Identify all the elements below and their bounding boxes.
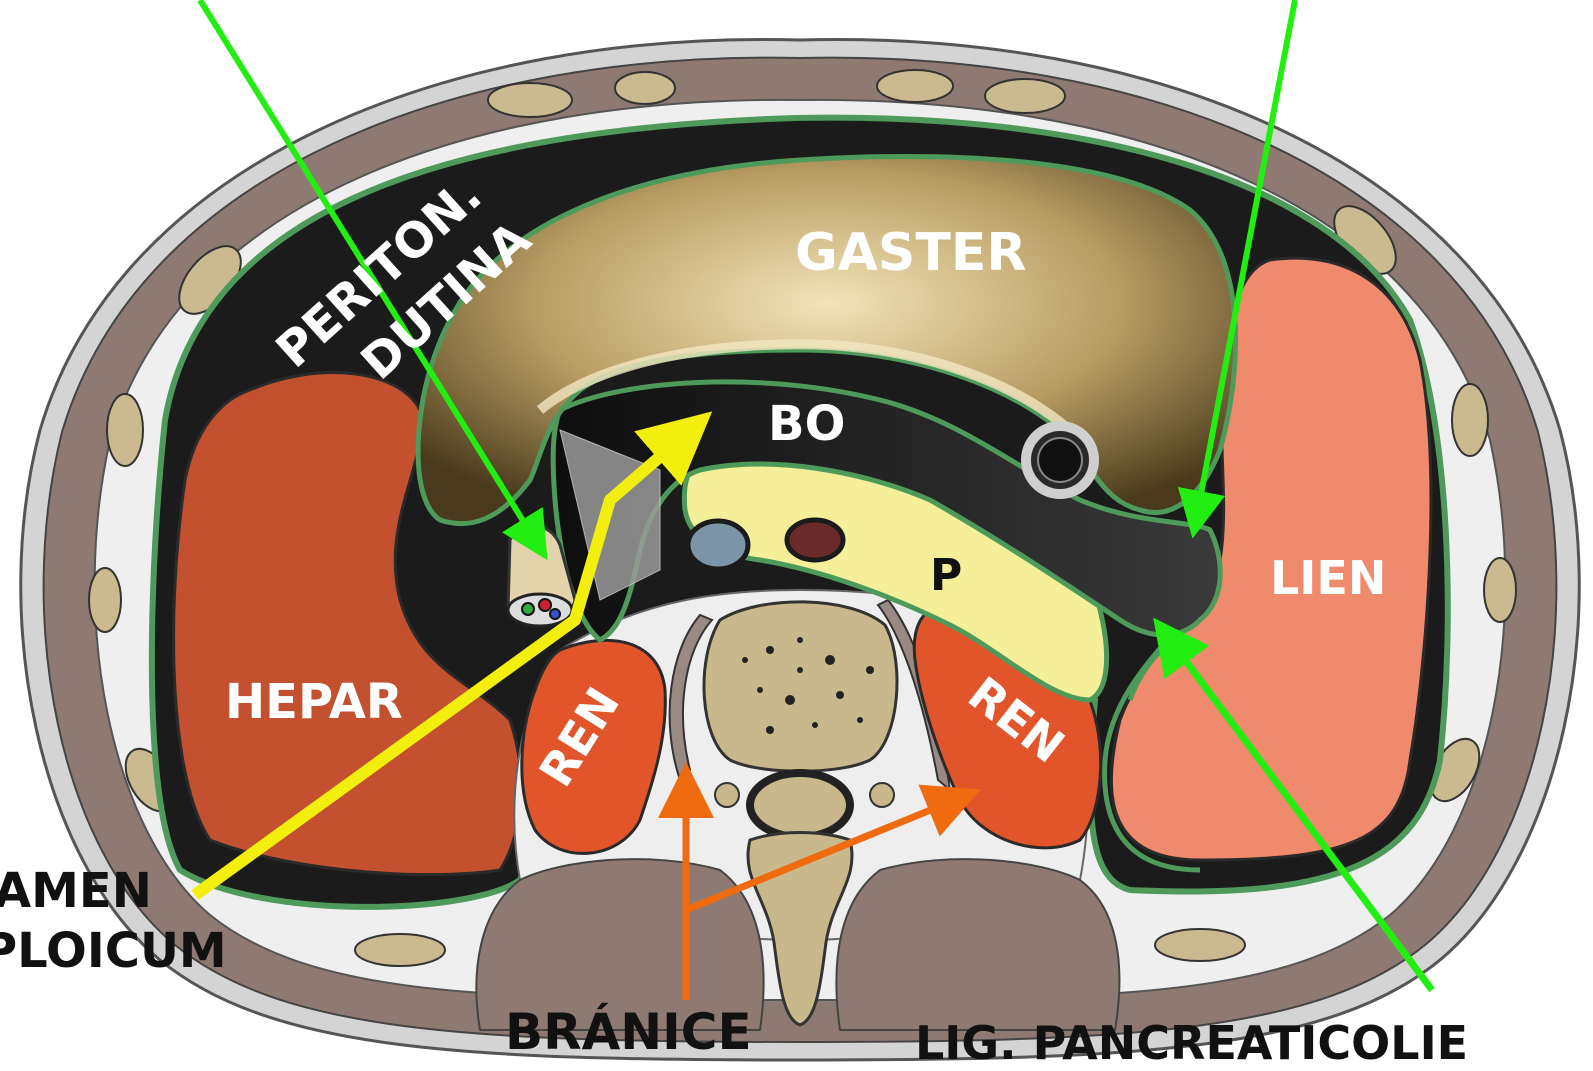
label-hepar: HEPAR	[225, 674, 403, 730]
label-branice: BRÁNICE	[505, 1002, 752, 1061]
label-p: P	[930, 550, 962, 601]
label-bo: BO	[768, 396, 845, 452]
label-foramen-line1: AMEN	[0, 863, 152, 919]
spinal-canal	[750, 773, 850, 837]
portal-triad	[508, 594, 572, 626]
vena-cava	[688, 521, 748, 569]
vertebral-body	[704, 602, 897, 771]
pedicle-right	[870, 783, 894, 807]
label-foramen-line2: PLOICUM	[0, 923, 227, 979]
pedicle-left	[715, 783, 739, 807]
bowel-lumen	[1038, 438, 1082, 482]
back-muscle-right	[836, 859, 1119, 1030]
aorta	[787, 520, 843, 560]
label-gaster: GASTER	[795, 223, 1026, 283]
label-lig-pancreaticolienale: LIG. PANCREATICOLIE	[915, 1016, 1468, 1070]
label-lien: LIEN	[1270, 551, 1386, 605]
